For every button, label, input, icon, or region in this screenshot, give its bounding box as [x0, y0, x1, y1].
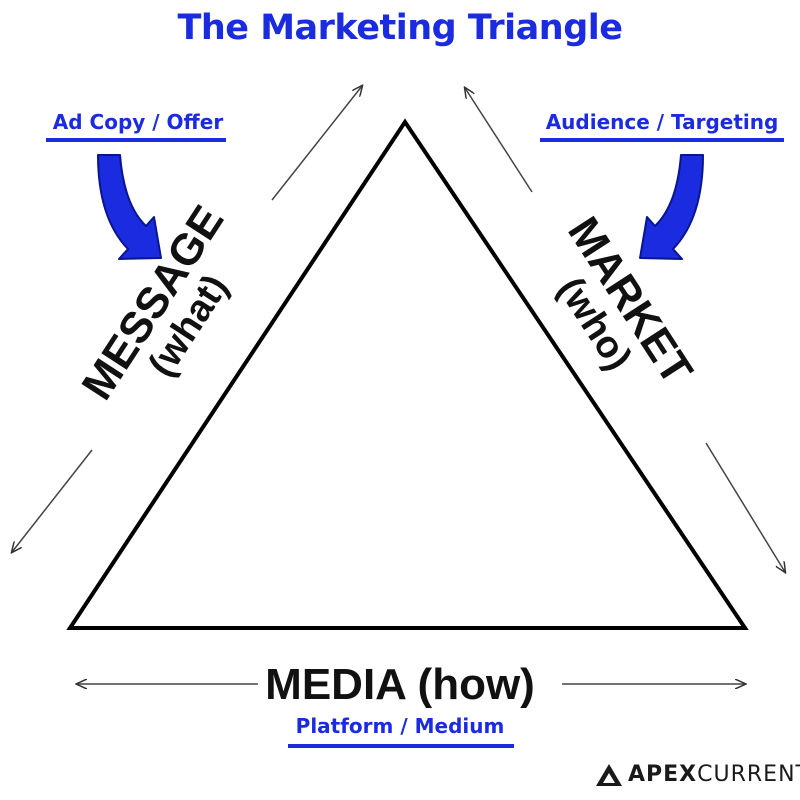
market-arrow-up [465, 88, 533, 193]
page-title: The Marketing Triangle [177, 8, 624, 48]
message-tag-underline [46, 138, 226, 142]
brand-name-regular: CURRENT [697, 761, 800, 787]
market-arrow-down [705, 442, 785, 572]
media-label: MEDIA (how) [265, 660, 535, 709]
market-tag-underline [540, 138, 784, 142]
apex-logo-icon [596, 764, 622, 786]
market-curved-arrow-icon [639, 154, 704, 260]
brand-logo: APEXCURRENT [596, 760, 800, 788]
message-arrow-up [271, 86, 362, 201]
message-curved-arrow-icon [97, 154, 162, 260]
market-tag: Audience / Targeting [545, 110, 779, 134]
media-tag-underline [288, 744, 514, 748]
message-arrow-down [12, 449, 93, 552]
media-tag: Platform / Medium [295, 714, 505, 738]
brand-name-bold: APEX [628, 761, 698, 787]
message-tag: Ad Copy / Offer [52, 110, 224, 134]
triangle-outline [66, 118, 749, 630]
